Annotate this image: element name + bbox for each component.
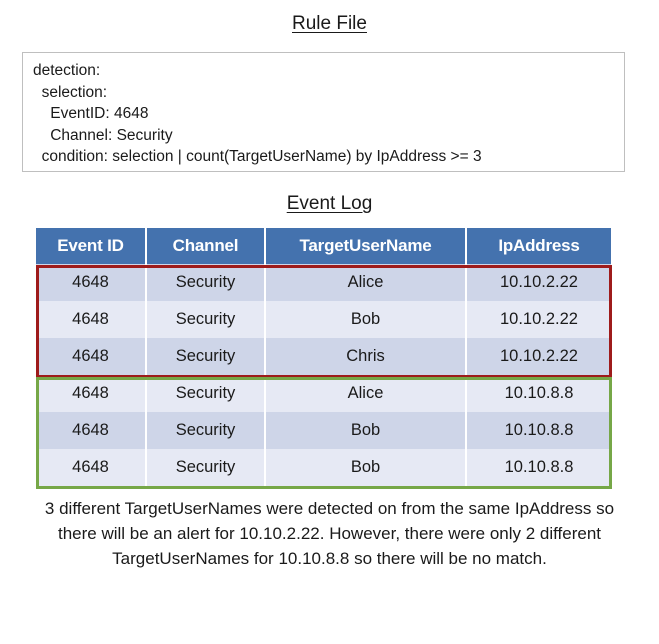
rule-file-title-text: Rule File: [292, 13, 367, 34]
event-log-title: Event Log: [0, 192, 659, 216]
rule-file-title: Rule File: [0, 12, 659, 36]
cell-target-user-name: Chris: [265, 338, 467, 375]
cell-channel: Security: [146, 264, 266, 301]
cell-channel: Security: [146, 338, 266, 375]
cell-ip-address: 10.10.8.8: [466, 375, 611, 412]
rule-file-box: detection: selection: EventID: 4648 Chan…: [22, 52, 625, 172]
cell-channel: Security: [146, 412, 266, 449]
rule-line-channel: Channel: Security: [33, 126, 173, 144]
cell-event-id: 4648: [36, 375, 147, 412]
cell-channel: Security: [146, 449, 266, 486]
cell-event-id: 4648: [36, 338, 147, 375]
explanation-caption: 3 different TargetUserNames were detecte…: [44, 499, 615, 568]
cell-target-user-name: Alice: [265, 375, 467, 412]
rule-line-eventid: EventID: 4648: [33, 105, 149, 122]
cell-ip-address: 10.10.8.8: [466, 412, 611, 449]
cell-event-id: 4648: [36, 264, 147, 301]
column-header-target-user-name: TargetUserName: [265, 228, 467, 264]
event-log-title-text: Event Log: [286, 193, 373, 214]
event-log-table: Event ID Channel TargetUserName IpAddres…: [36, 228, 611, 486]
table-header-row: Event ID Channel TargetUserName IpAddres…: [36, 228, 611, 264]
cell-ip-address: 10.10.2.22: [466, 338, 611, 375]
cell-target-user-name: Bob: [265, 412, 467, 449]
table-row: 4648 Security Alice 10.10.8.8: [36, 375, 611, 412]
table-row: 4648 Security Bob 10.10.8.8: [36, 449, 611, 486]
table-row: 4648 Security Bob 10.10.2.22: [36, 301, 611, 338]
cell-target-user-name: Bob: [265, 301, 467, 338]
rule-line-selection: selection:: [33, 83, 108, 101]
rule-line-condition: condition: selection | count(TargetUserN…: [33, 148, 482, 165]
table-row: 4648 Security Alice 10.10.2.22: [36, 264, 611, 301]
cell-ip-address: 10.10.8.8: [466, 449, 611, 486]
cell-channel: Security: [146, 375, 266, 412]
cell-event-id: 4648: [36, 412, 147, 449]
cell-channel: Security: [146, 301, 266, 338]
cell-target-user-name: Bob: [265, 449, 467, 486]
cell-ip-address: 10.10.2.22: [466, 264, 611, 301]
cell-ip-address: 10.10.2.22: [466, 301, 611, 338]
event-log-table-wrap: Event ID Channel TargetUserName IpAddres…: [36, 228, 611, 486]
cell-event-id: 4648: [36, 301, 147, 338]
column-header-event-id: Event ID: [36, 228, 147, 264]
column-header-ip-address: IpAddress: [466, 228, 611, 264]
cell-target-user-name: Alice: [265, 264, 467, 301]
rule-line-detection: detection:: [33, 62, 101, 79]
column-header-channel: Channel: [146, 228, 266, 264]
table-row: 4648 Security Bob 10.10.8.8: [36, 412, 611, 449]
table-row: 4648 Security Chris 10.10.2.22: [36, 338, 611, 375]
cell-event-id: 4648: [36, 449, 147, 486]
